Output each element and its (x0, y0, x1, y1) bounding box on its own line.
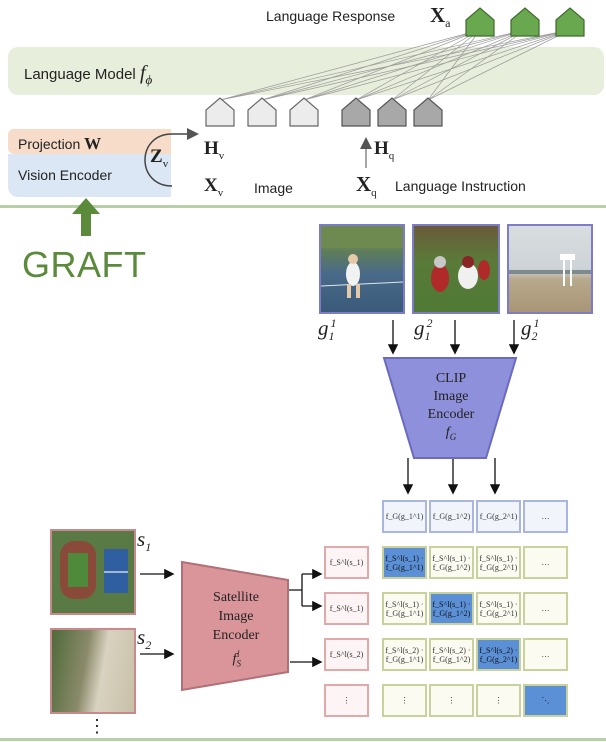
similarity-cell-3-2: f_S^l(s_2) · f_G(g_1^2) (429, 638, 474, 671)
graft-graphics (140, 320, 520, 692)
language-instruction-label: Language Instruction (395, 178, 526, 194)
projection-label: Projection W (18, 134, 102, 153)
satellite-image-1 (50, 529, 136, 615)
similarity-cell-3-4: … (523, 638, 568, 671)
language-model-text: Language Model (24, 66, 136, 83)
language-model-bar (8, 47, 604, 95)
similarity-cell-4-4: ⋱ (523, 684, 568, 717)
ground-image-tennis (319, 224, 405, 314)
clip-encoder-shape (382, 357, 518, 459)
feature-cell-satellite-1: f_S^l(s_1) (324, 546, 369, 579)
response-tokens (465, 7, 585, 37)
top-separator (0, 205, 606, 208)
llava-graphics (144, 7, 585, 187)
graft-label: GRAFT (22, 244, 147, 285)
feature-cell-ground-2: f_G(g_1^2) (429, 500, 474, 533)
feature-cell-ground-1: f_G(g_1^1) (382, 500, 427, 533)
xq-symbol: Xq (356, 172, 377, 200)
similarity-cell-4-1: ⋮ (382, 684, 427, 717)
ground-image-football (412, 224, 500, 314)
image-tokens (205, 97, 319, 127)
hq-symbol: Hq (374, 138, 395, 162)
ground-label-2: g12 (414, 316, 433, 344)
feature-cell-satellite-2: f_S^l(s_1) (324, 592, 369, 625)
feature-cell-satellite-3: f_S^l(s_2) (324, 638, 369, 671)
feature-cell-ground-3: f_G(g_2^1) (476, 500, 521, 533)
satellite-label-2: s2 (137, 625, 152, 653)
language-response-label: Language Response (266, 8, 396, 24)
projection-arrow (144, 128, 199, 187)
vision-encoder-box (8, 154, 171, 197)
w-symbol: W (84, 134, 102, 153)
image-label: Image (254, 180, 293, 196)
xv-symbol: Xv (204, 175, 224, 199)
projection-box (8, 129, 171, 154)
language-model-label: Language Model fϕ (24, 62, 152, 88)
ground-image-beach (507, 224, 593, 314)
instruction-tokens (341, 97, 443, 127)
similarity-cell-4-3: ⋮ (476, 684, 521, 717)
feature-cell-ground-4: … (523, 500, 568, 533)
similarity-cell-1-3: f_S^l(s_1) · f_G(g_2^1) (476, 546, 521, 579)
xa-symbol: Xa (430, 3, 451, 31)
graft-up-arrow-icon (72, 198, 100, 236)
similarity-cell-2-2: f_S^l(s_1) · f_G(g_1^2) (429, 592, 474, 625)
satellite-encoder-shape (181, 560, 289, 692)
hv-symbol: Hv (204, 138, 225, 162)
clip-encoder-label: CLIP Image Encoder fG (427, 371, 475, 442)
similarity-cell-3-3: f_S^l(s_2) · f_G(g_2^1) (476, 638, 521, 671)
ground-label-3: g21 (521, 316, 540, 344)
similarity-cell-2-4: … (523, 592, 568, 625)
satellite-encoder-label: Satellite Image Encoder fSl (212, 590, 260, 669)
vision-encoder-label: Vision Encoder (18, 167, 112, 183)
ground-label-1: g11 (318, 316, 337, 344)
satellite-image-2 (50, 628, 136, 714)
f-phi-symbol: fϕ (139, 62, 153, 87)
satellite-label-1: s1 (137, 527, 152, 555)
similarity-cell-2-3: f_S^l(s_1) · f_G(g_2^1) (476, 592, 521, 625)
similarity-cell-4-2: ⋮ (429, 684, 474, 717)
similarity-cell-1-4: … (523, 546, 568, 579)
similarity-cell-1-1: f_S^l(s_1) · f_G(g_1^1) (382, 546, 427, 579)
bottom-separator (0, 738, 606, 741)
similarity-cell-3-1: f_S^l(s_2) · f_G(g_1^1) (382, 638, 427, 671)
feature-cell-satellite-4: ⋮ (324, 684, 369, 717)
zv-symbol: Zv (150, 146, 169, 170)
similarity-cell-1-2: f_S^l(s_1) · f_G(g_1^2) (429, 546, 474, 579)
similarity-cell-2-1: f_S^l(s_1) · f_G(g_1^1) (382, 592, 427, 625)
attention-lines (219, 29, 571, 101)
more-satellite-dots: ⋮ (88, 716, 106, 736)
